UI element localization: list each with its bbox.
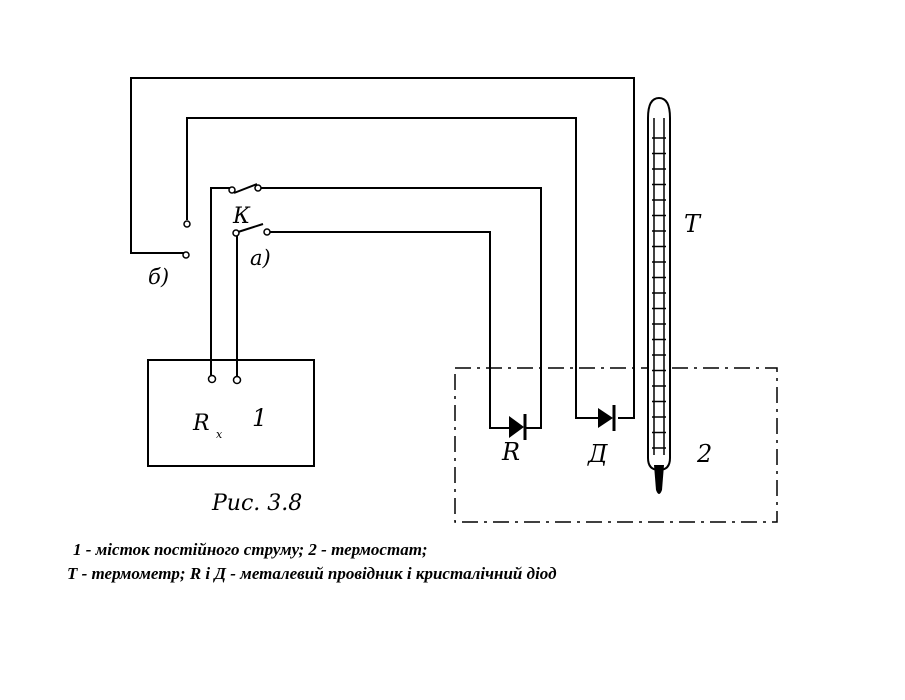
diode-element bbox=[598, 405, 616, 431]
thermostat-box bbox=[454, 367, 778, 523]
wire-resistor-left bbox=[270, 231, 510, 429]
thermometer-label: Т bbox=[684, 210, 702, 238]
rx-label: R bbox=[192, 411, 210, 436]
wire-switch-upper bbox=[210, 187, 232, 375]
position-a-label: а) bbox=[250, 246, 271, 270]
bridge-number: 1 bbox=[252, 404, 267, 432]
resistor-label: R bbox=[501, 438, 520, 466]
bridge-box bbox=[147, 359, 315, 467]
legend-line-2: Т - термометр; R і Д - металевий провідн… bbox=[67, 564, 557, 583]
switch-blade-lower bbox=[237, 223, 264, 233]
thermometer bbox=[647, 96, 671, 494]
terminals bbox=[182, 184, 271, 385]
position-b-label: б) bbox=[148, 265, 169, 289]
thermostat-number: 2 bbox=[696, 440, 712, 468]
switch-blade-upper bbox=[233, 183, 258, 194]
wire-resistor-right bbox=[260, 187, 542, 429]
resistor-element bbox=[509, 414, 527, 440]
thermometer-scale bbox=[652, 137, 666, 449]
figure-caption: Рис. 3.8 bbox=[211, 491, 302, 516]
rx-subscript: x bbox=[216, 428, 223, 441]
diode-label: Д bbox=[587, 440, 608, 468]
legend-line-1: 1 - місток постійного струму; 2 - термос… bbox=[73, 540, 428, 559]
wire-outer bbox=[130, 77, 635, 419]
wire-diode bbox=[186, 117, 598, 419]
switch-label: К bbox=[232, 204, 251, 229]
